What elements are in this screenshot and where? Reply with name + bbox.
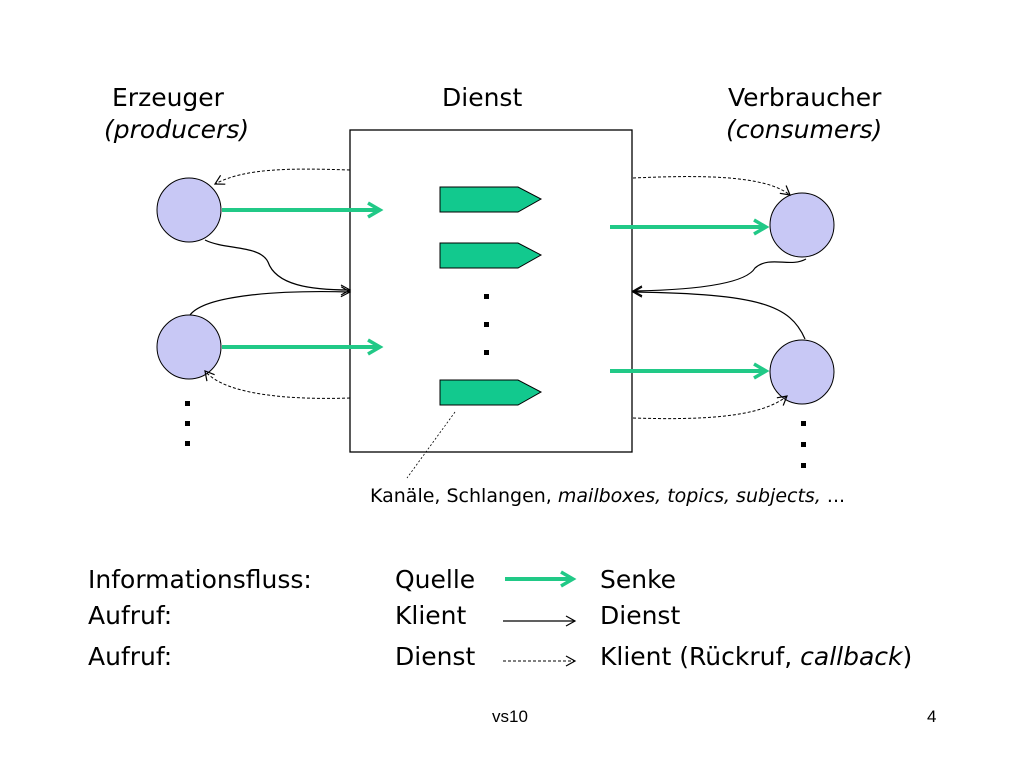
call-arrow bbox=[631, 286, 806, 340]
channels-label-italic: mailboxes, topics, subjects, bbox=[557, 485, 821, 507]
legend-to: Senke bbox=[600, 565, 677, 594]
callback-arrow bbox=[632, 395, 788, 420]
annotation-pointer bbox=[406, 411, 456, 479]
producer-node bbox=[156, 314, 222, 380]
channel-shape bbox=[439, 242, 543, 269]
legend-to-plain: Klient (Rückruf, bbox=[600, 642, 801, 671]
producer-node bbox=[156, 177, 222, 243]
footer-course: vs10 bbox=[492, 707, 528, 726]
ellipsis-dot bbox=[484, 294, 489, 299]
channel-shape bbox=[439, 379, 543, 406]
ellipsis-dot bbox=[801, 421, 806, 426]
ellipsis-dot bbox=[484, 350, 489, 355]
consumers-title: Verbraucher bbox=[728, 83, 882, 112]
ellipsis-dot bbox=[185, 441, 190, 446]
ellipsis-dot bbox=[801, 442, 806, 447]
consumer-node bbox=[769, 192, 835, 258]
callback-arrow bbox=[213, 168, 351, 185]
legend-label: Informationsfluss: bbox=[88, 565, 312, 594]
ellipsis-dot bbox=[185, 421, 190, 426]
call-arrow bbox=[631, 258, 807, 297]
legend-to-italic: callback bbox=[800, 642, 903, 671]
callback-arrow bbox=[632, 176, 791, 196]
ellipsis-dot bbox=[801, 463, 806, 468]
legend-from: Klient bbox=[395, 601, 467, 630]
producers-title: Erzeuger bbox=[112, 83, 224, 112]
channels-label-tail: ... bbox=[826, 485, 846, 507]
legend-from: Quelle bbox=[395, 565, 476, 594]
legend-label: Aufruf: bbox=[88, 642, 173, 671]
channel-shape bbox=[439, 186, 543, 213]
producers-subtitle: (producers) bbox=[104, 115, 250, 144]
consumers-subtitle: (consumers) bbox=[726, 115, 883, 144]
legend-to: Klient (Rückruf, callback) bbox=[600, 644, 912, 669]
ellipsis-dot bbox=[484, 322, 489, 327]
channels-label: Kanäle, Schlangen, mailboxes, topics, su… bbox=[370, 487, 845, 506]
legend-from: Dienst bbox=[395, 642, 476, 671]
ellipsis-dot bbox=[185, 401, 190, 406]
callback-arrow bbox=[204, 370, 351, 399]
call-arrow bbox=[189, 286, 352, 316]
footer-page-number: 4 bbox=[927, 707, 937, 726]
consumer-node bbox=[769, 339, 835, 405]
channels-label-plain: Kanäle, Schlangen, bbox=[370, 485, 552, 507]
legend-to: Dienst bbox=[600, 601, 681, 630]
service-title: Dienst bbox=[442, 83, 523, 112]
call-arrow bbox=[204, 239, 352, 296]
legend-to-tail: ) bbox=[902, 642, 913, 671]
legend-label: Aufruf: bbox=[88, 601, 173, 630]
